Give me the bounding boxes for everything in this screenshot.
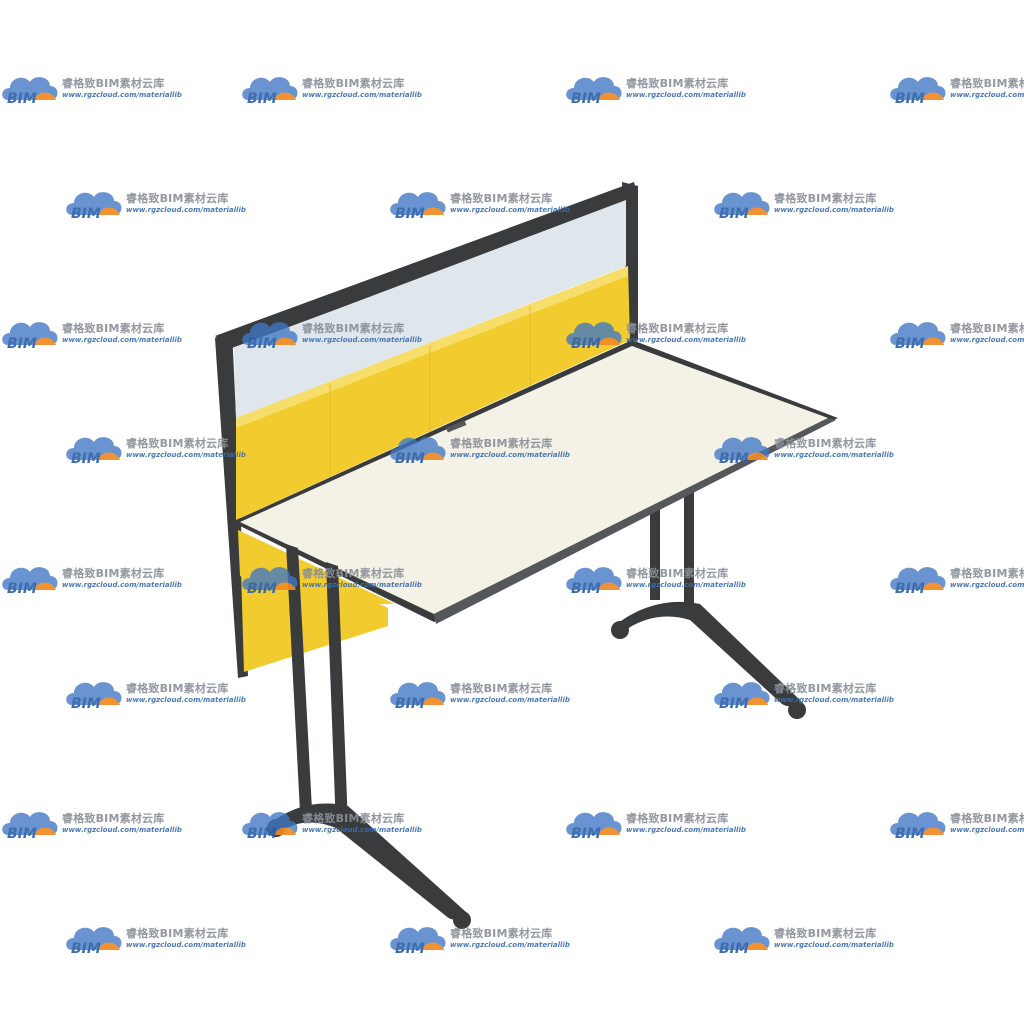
desk-top xyxy=(232,340,838,624)
glass-panel xyxy=(234,200,626,418)
yellow-panel xyxy=(236,266,630,520)
back-right-leg xyxy=(611,490,806,719)
privacy-panel xyxy=(215,182,638,678)
